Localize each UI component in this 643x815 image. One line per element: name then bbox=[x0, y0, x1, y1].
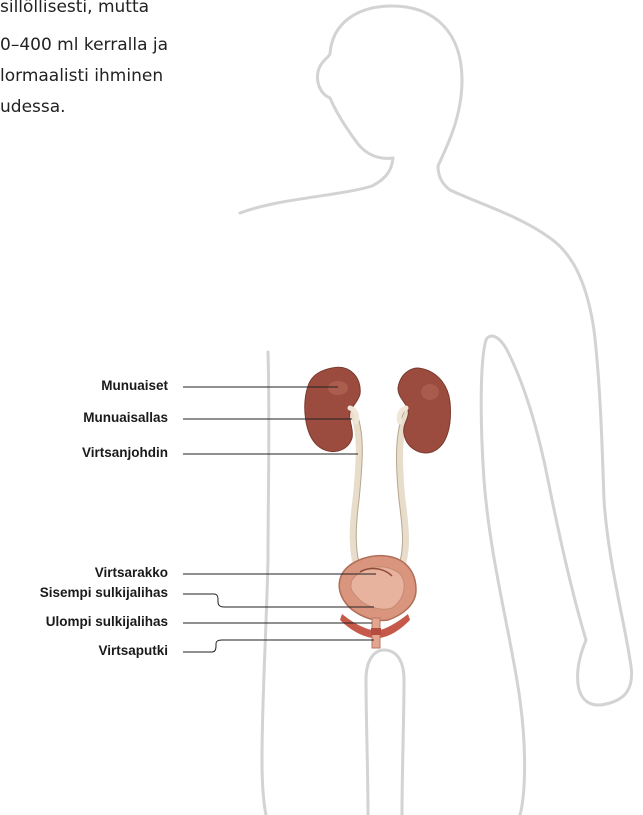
label-bladder: Virtsarakko bbox=[95, 565, 168, 580]
label-kidneys: Munuaiset bbox=[101, 378, 168, 393]
urethra bbox=[371, 618, 381, 648]
bladder bbox=[339, 556, 416, 621]
label-urethra: Virtsaputki bbox=[98, 643, 168, 658]
leader-urethra bbox=[183, 640, 374, 652]
label-external-sphincter: Ulompi sulkijalihas bbox=[46, 614, 168, 629]
kidneys bbox=[305, 367, 451, 453]
label-renal-pelvis: Munuaisallas bbox=[83, 410, 168, 425]
label-internal-sphincter: Sisempi sulkijalihas bbox=[40, 585, 168, 600]
label-ureter: Virtsanjohdin bbox=[82, 445, 168, 460]
